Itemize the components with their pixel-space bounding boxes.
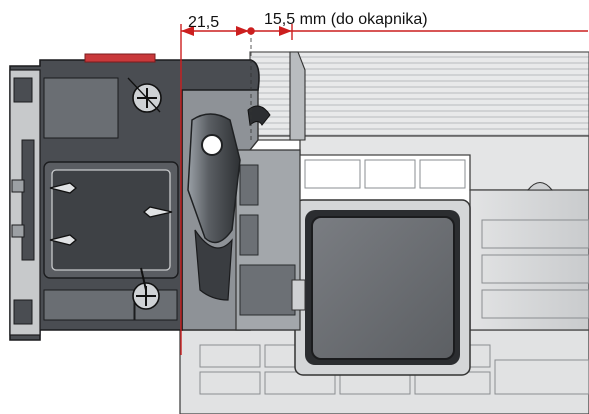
top-seal bbox=[84, 53, 156, 63]
wall-plug-icon bbox=[49, 182, 173, 246]
screw-icon bbox=[132, 267, 160, 310]
arrow-right-icon bbox=[279, 26, 292, 36]
screw-icon bbox=[127, 77, 162, 113]
glass-pane bbox=[311, 216, 455, 360]
hinge-handle bbox=[187, 113, 241, 301]
dimension-dot bbox=[247, 27, 255, 35]
dimension-label-right: 15,5 mm (do okapnika) bbox=[264, 11, 428, 28]
hinge-pin-icon bbox=[201, 134, 223, 156]
dimension-label-left: 21,5 bbox=[188, 14, 219, 31]
arrow-left-icon bbox=[181, 26, 194, 36]
dimension-annotation: 21,5 15,5 mm (do okapnika) bbox=[180, 11, 588, 355]
arrow-mid-left-icon bbox=[236, 26, 249, 36]
